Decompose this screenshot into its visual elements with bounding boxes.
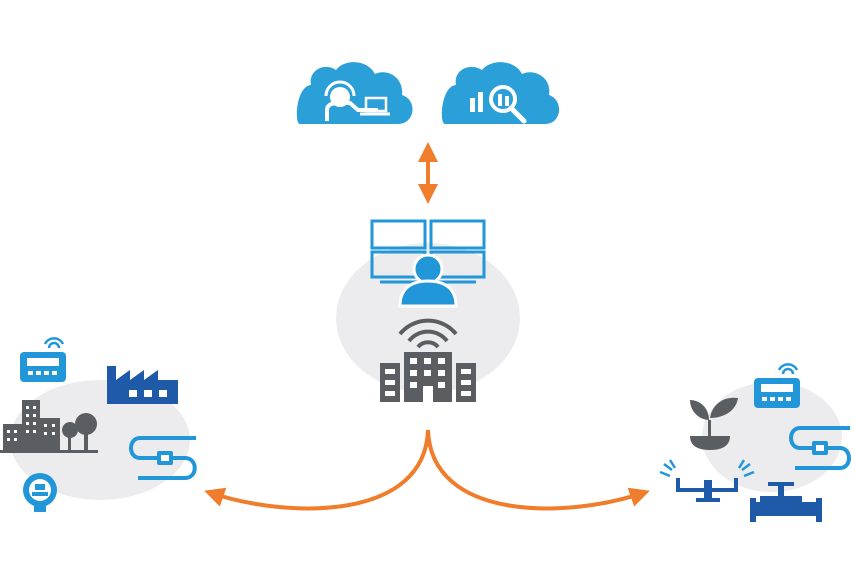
left-background-blob [10,380,190,500]
pipe-sensor-icon [129,436,197,480]
cloud-operator-icon [296,62,413,124]
control-room-operator-icon [370,219,486,308]
plant-icon [690,397,738,450]
sprinkler-icon [659,459,755,502]
right-background-blob [702,382,842,492]
pipe-sensor-icon [789,426,851,470]
wireless-meter-icon [754,363,800,408]
wireless-meter-icon [20,337,66,382]
pressure-gauge-icon [23,473,57,512]
cloud-analytics-icon [441,62,560,124]
city-buildings-icon [0,400,98,453]
smart-building-icon [380,318,476,402]
right-link-arrow [426,429,650,511]
factory-icon [107,366,178,404]
valve-icon [750,482,822,522]
left-link-arrow [204,429,430,511]
